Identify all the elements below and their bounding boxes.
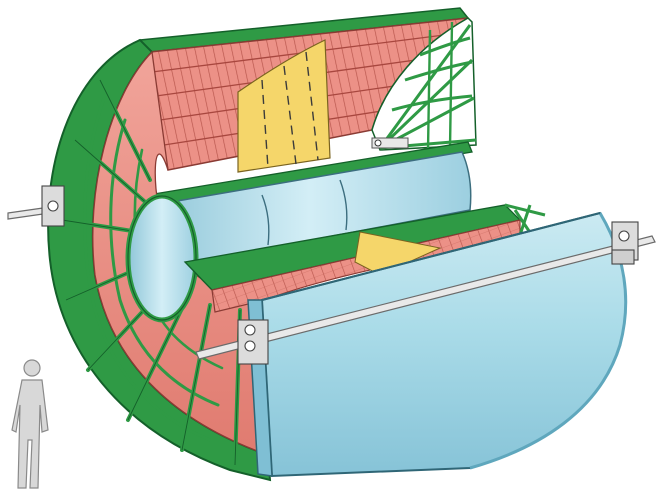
yellow-sector	[237, 39, 331, 173]
bore-opening	[125, 193, 199, 323]
far-end-spoke-frame	[371, 17, 477, 151]
human-scale-figure	[11, 359, 49, 489]
mounting-brackets	[41, 185, 639, 365]
upper-tile-section	[138, 7, 470, 173]
spoke-frame-outline	[61, 79, 241, 466]
